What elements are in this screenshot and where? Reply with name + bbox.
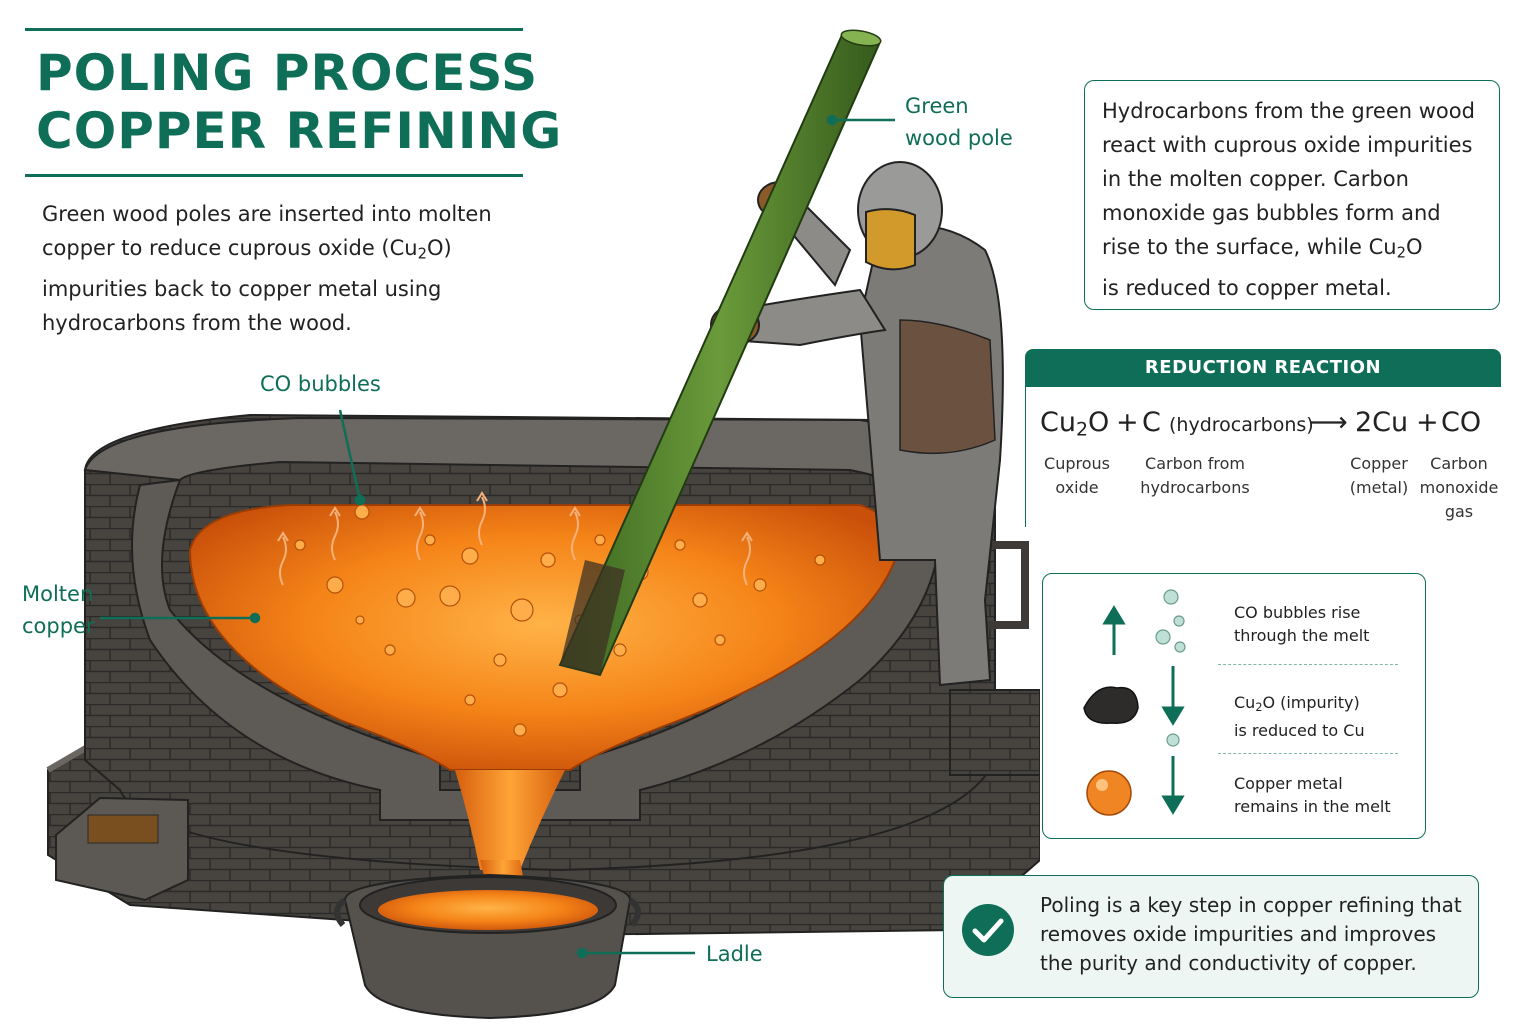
intro-paragraph: Green wood poles are inserted into molte… <box>42 197 512 340</box>
summary-note <box>943 875 1479 998</box>
title-line-1: POLING PROCESS <box>36 44 539 102</box>
title-rule-top <box>25 28 523 31</box>
intro-line: copper to reduce cuprous oxide (Cu2O) <box>42 236 452 263</box>
label-green-wood-pole: Green wood pole <box>905 90 1013 154</box>
leader-lines <box>100 114 895 959</box>
reaction-arrow: ⟶ <box>1309 407 1348 438</box>
label-molten-copper: Molten copper <box>22 578 95 642</box>
co-bubble-icon <box>1166 733 1180 747</box>
title-line-2: COPPER REFINING <box>36 102 563 160</box>
intro-line: impurities back to copper metal using <box>42 276 442 301</box>
intro-line: Green wood poles are inserted into molte… <box>42 202 492 226</box>
page-title: POLING PROCESS COPPER REFINING <box>36 44 562 160</box>
plus-sign-1: + <box>1116 407 1139 438</box>
control-box <box>55 796 189 902</box>
cu2o-lump-icon <box>1083 686 1139 724</box>
info-line: is reduced to copper metal. <box>1102 275 1392 300</box>
arrow-down-icon <box>1161 666 1185 726</box>
copper-sphere-highlight <box>1096 779 1108 791</box>
intro-line: hydrocarbons from the wood. <box>42 310 352 335</box>
furnace-illustration <box>46 29 1040 1020</box>
info-line: in the molten copper. Carbon <box>1102 167 1409 191</box>
rising-arrows <box>277 491 753 586</box>
label-copper-metal: Copper(metal) <box>1349 454 1409 497</box>
reaction-panel <box>1025 387 1500 527</box>
info-box-text: Hydrocarbons from the green wood react w… <box>1102 94 1475 305</box>
arrow-up-icon <box>1102 605 1126 655</box>
steps-icons <box>1083 589 1186 816</box>
info-line: Hydrocarbons from the green wood <box>1102 99 1475 123</box>
plus-sign-2: + <box>1416 407 1439 438</box>
info-line: react with cuprous oxide impurities <box>1102 133 1473 157</box>
worker <box>710 161 1004 687</box>
label-ladle: Ladle <box>706 942 763 966</box>
co-bubble-icon <box>1155 589 1186 653</box>
label-line: copper <box>22 614 95 638</box>
checkmark-icon <box>962 904 1014 956</box>
info-box <box>1084 80 1500 310</box>
formula-cu2o: Cu2O <box>1040 407 1110 441</box>
reaction-header: REDUCTION REACTION <box>1025 349 1501 387</box>
label-co-bubbles: CO bubbles <box>260 372 381 396</box>
formula-co: CO <box>1441 407 1482 438</box>
green-wood-pole <box>558 29 882 677</box>
copper-sphere-icon <box>1086 770 1132 816</box>
title-rule-bottom <box>25 174 523 177</box>
info-line: monoxide gas bubbles form and <box>1102 201 1441 225</box>
label-line: Molten <box>22 582 94 606</box>
label-line: wood pole <box>905 126 1013 150</box>
formula-hydrocarbons: (hydrocarbons) <box>1169 414 1314 436</box>
step-cu2o-reduced: Cu2O (impurity) is reduced to Cu <box>1234 693 1365 740</box>
label-line: Green <box>905 94 969 118</box>
formula-2cu: 2Cu <box>1355 407 1409 438</box>
ladle <box>334 873 641 1020</box>
co-bubbles <box>294 504 826 737</box>
summary-note-text: Poling is a key step in copper refining … <box>1040 893 1462 975</box>
step-divider <box>1218 664 1398 665</box>
arrow-down-icon <box>1161 756 1185 815</box>
info-line: rise to the surface, while Cu2O <box>1102 235 1423 262</box>
step-divider <box>1218 753 1398 754</box>
formula-c: C <box>1142 407 1161 438</box>
